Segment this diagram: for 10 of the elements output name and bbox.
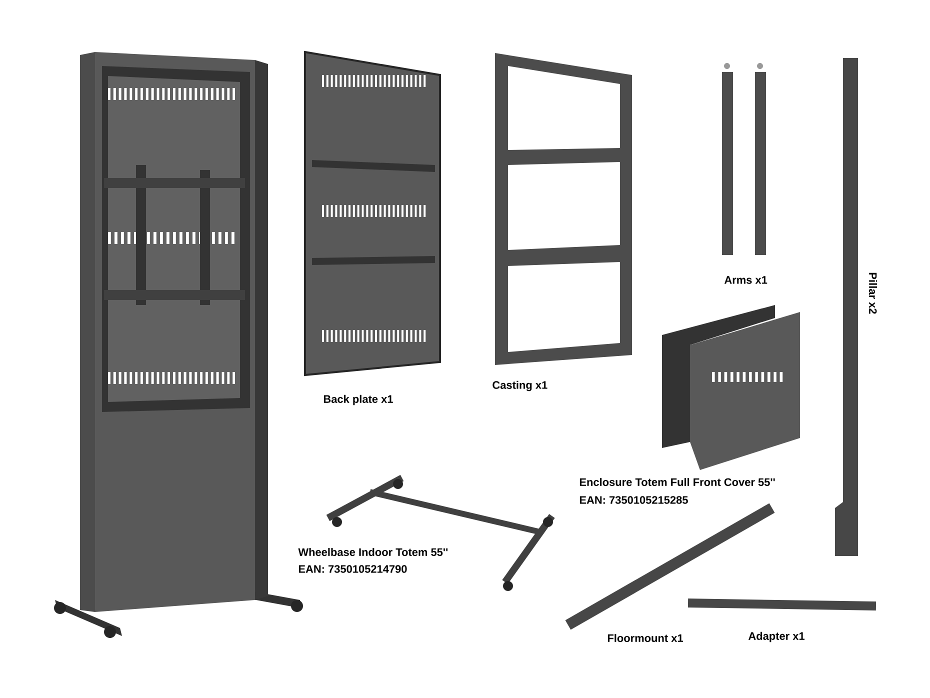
part-label: Pillar x2 <box>868 272 878 314</box>
part-label: Enclosure Totem Full Front Cover 55'' <box>580 478 775 486</box>
part-label: Arms x1 <box>724 276 768 284</box>
part-label: Floormount x1 <box>608 634 683 642</box>
part-label: EAN: 7350105215285 <box>580 496 688 504</box>
part-label: Back plate x1 <box>324 394 393 406</box>
part-label: Adapter x1 <box>748 632 805 642</box>
part-label: Wheelbase Indoor Totem 55'' <box>298 548 448 556</box>
part-label: EAN: 7350105214790 <box>298 565 407 573</box>
part-label: Casting x1 <box>492 380 548 392</box>
